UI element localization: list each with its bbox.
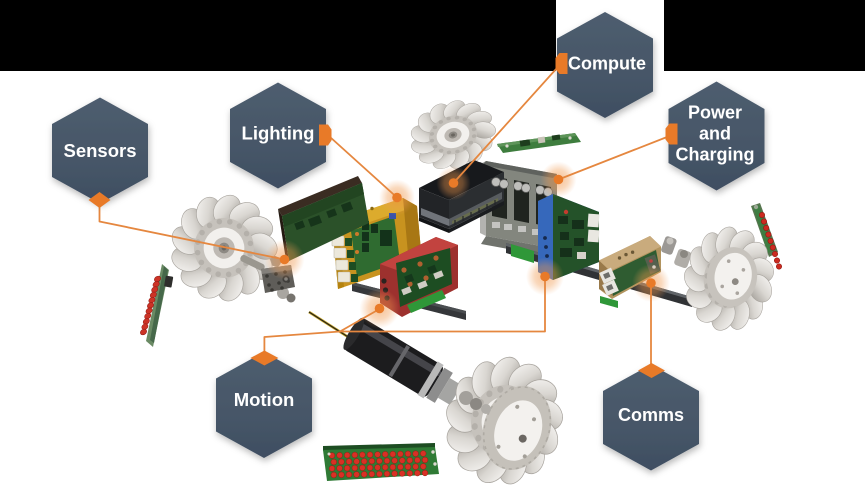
svg-text:Lighting: Lighting (242, 123, 315, 144)
svg-text:Motion: Motion (234, 389, 295, 410)
svg-text:Compute: Compute (568, 54, 646, 74)
svg-text:Charging: Charging (676, 145, 755, 165)
svg-text:Sensors: Sensors (63, 140, 136, 161)
svg-text:Comms: Comms (618, 405, 684, 425)
svg-text:Power: Power (688, 103, 742, 123)
svg-text:and: and (699, 124, 731, 144)
